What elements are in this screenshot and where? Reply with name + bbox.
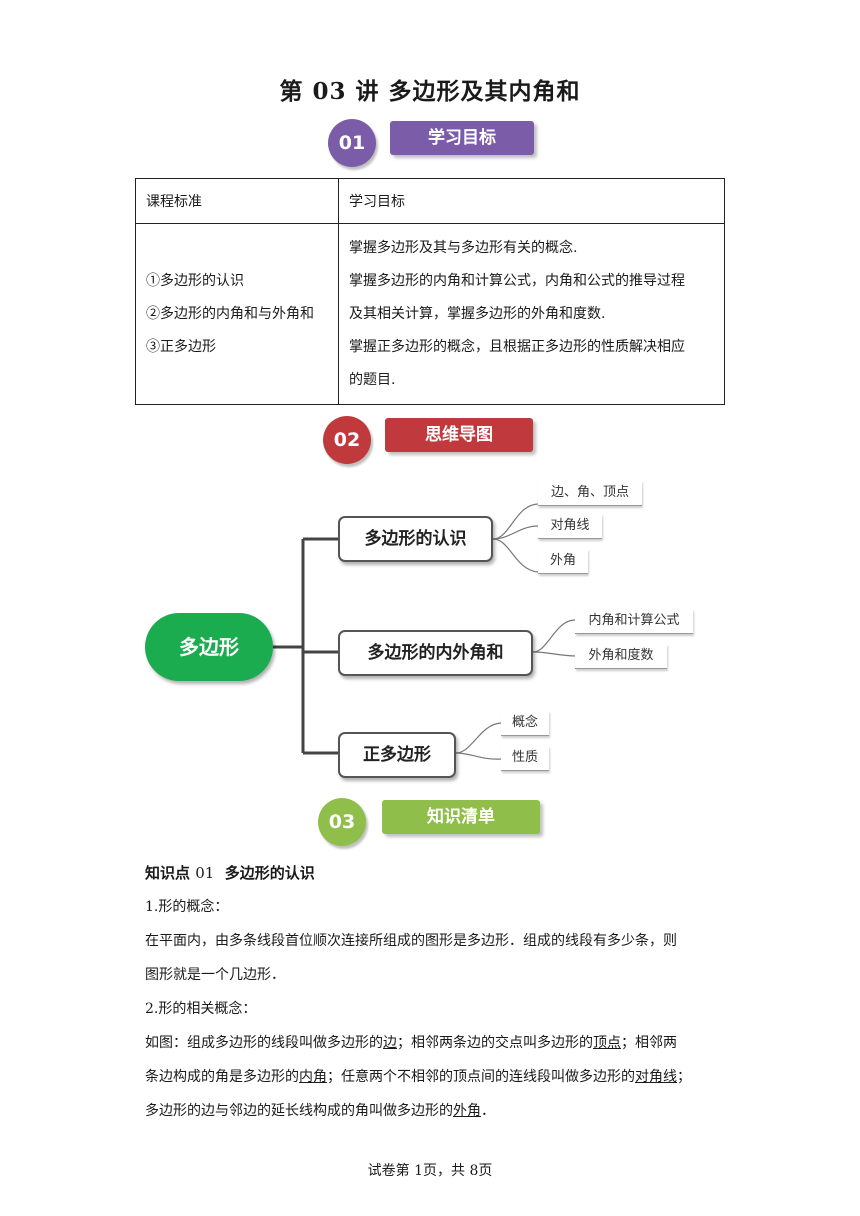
- mindmap-branch-node: 正多边形: [338, 732, 456, 778]
- mindmap-leaf-node: 内角和计算公式: [575, 609, 693, 634]
- table-header-goal: 学习目标: [338, 178, 725, 224]
- section-label: 思维导图: [385, 418, 533, 452]
- knowledge-item-title: 1.形的概念：: [145, 899, 229, 915]
- term-exterior-angle: 外角: [453, 1103, 481, 1119]
- section-header-knowledge: 03 知识清单: [318, 798, 548, 848]
- mindmap-leaf-node: 概念: [501, 711, 549, 736]
- knowledge-text-line: 如图：组成多边形的线段叫做多边形的边；相邻两条边的交点叫多边形的顶点；相邻两: [145, 1035, 677, 1051]
- goal-line: 掌握正多边形的概念，且根据正多边形的性质解决相应: [349, 338, 685, 355]
- knowledge-heading: 知识点 01 多边形的认识: [145, 864, 315, 882]
- goal-line: 的题目.: [349, 371, 396, 388]
- page-footer: 试卷第 1页，共 8页: [367, 1163, 493, 1179]
- page-title: 第 03 讲 多边形及其内角和: [279, 78, 581, 105]
- standard-item: ③正多边形: [146, 338, 216, 355]
- knowledge-text-line: 图形就是一个几边形．: [145, 967, 285, 983]
- goal-line: 及其相关计算，掌握多边形的外角和度数.: [349, 305, 606, 322]
- knowledge-text-line: 在平面内，由多条线段首位顺次连接所组成的图形是多边形．组成的线段有多少条，则: [145, 933, 677, 949]
- standard-item: ②多边形的内角和与外角和: [146, 305, 314, 322]
- knowledge-item-title: 2.形的相关概念：: [145, 1001, 257, 1017]
- goal-line: 掌握多边形的内角和计算公式，内角和公式的推导过程: [349, 272, 685, 289]
- section-label: 知识清单: [382, 800, 540, 834]
- goal-line: 掌握多边形及其与多边形有关的概念.: [349, 239, 578, 256]
- mindmap-leaf-node: 边、角、顶点: [538, 481, 642, 506]
- mindmap-root-node: 多边形: [145, 613, 273, 681]
- course-goals-table: 课程标准 学习目标 ①多边形的认识 ②多边形的内角和与外角和 ③正多边形 掌握多…: [135, 178, 725, 405]
- term-interior-angle: 内角: [299, 1069, 327, 1085]
- mindmap-leaf-node: 对角线: [538, 514, 602, 539]
- section-header-goals: 01 学习目标: [328, 119, 538, 169]
- mindmap-leaf-node: 外角: [538, 549, 588, 574]
- term-vertex: 顶点: [593, 1035, 621, 1051]
- table-header-standard: 课程标准: [135, 178, 339, 224]
- section-number-badge: 02: [323, 416, 371, 464]
- mindmap-branch-node: 多边形的内外角和: [338, 630, 533, 676]
- knowledge-text-line: 条边构成的角是多边形的内角；任意两个不相邻的顶点间的连线段叫做多边形的对角线；: [145, 1069, 691, 1085]
- section-number-badge: 01: [328, 119, 376, 167]
- section-number-badge: 03: [318, 798, 366, 846]
- mindmap-leaf-node: 性质: [501, 746, 549, 771]
- knowledge-text-line: 多边形的边与邻边的延长线构成的角叫做多边形的外角．: [145, 1103, 495, 1119]
- section-header-mindmap: 02 思维导图: [323, 416, 538, 466]
- mindmap-branch-node: 多边形的认识: [338, 516, 493, 562]
- term-edge: 边: [383, 1035, 397, 1051]
- standard-item: ①多边形的认识: [146, 272, 244, 289]
- standards-cell: ①多边形的认识 ②多边形的内角和与外角和 ③正多边形: [135, 223, 339, 405]
- goals-cell: 掌握多边形及其与多边形有关的概念. 掌握多边形的内角和计算公式，内角和公式的推导…: [338, 223, 725, 405]
- section-label: 学习目标: [390, 121, 534, 155]
- mindmap-leaf-node: 外角和度数: [575, 644, 667, 669]
- mindmap-connectors: [273, 503, 576, 760]
- term-diagonal: 对角线: [635, 1069, 677, 1085]
